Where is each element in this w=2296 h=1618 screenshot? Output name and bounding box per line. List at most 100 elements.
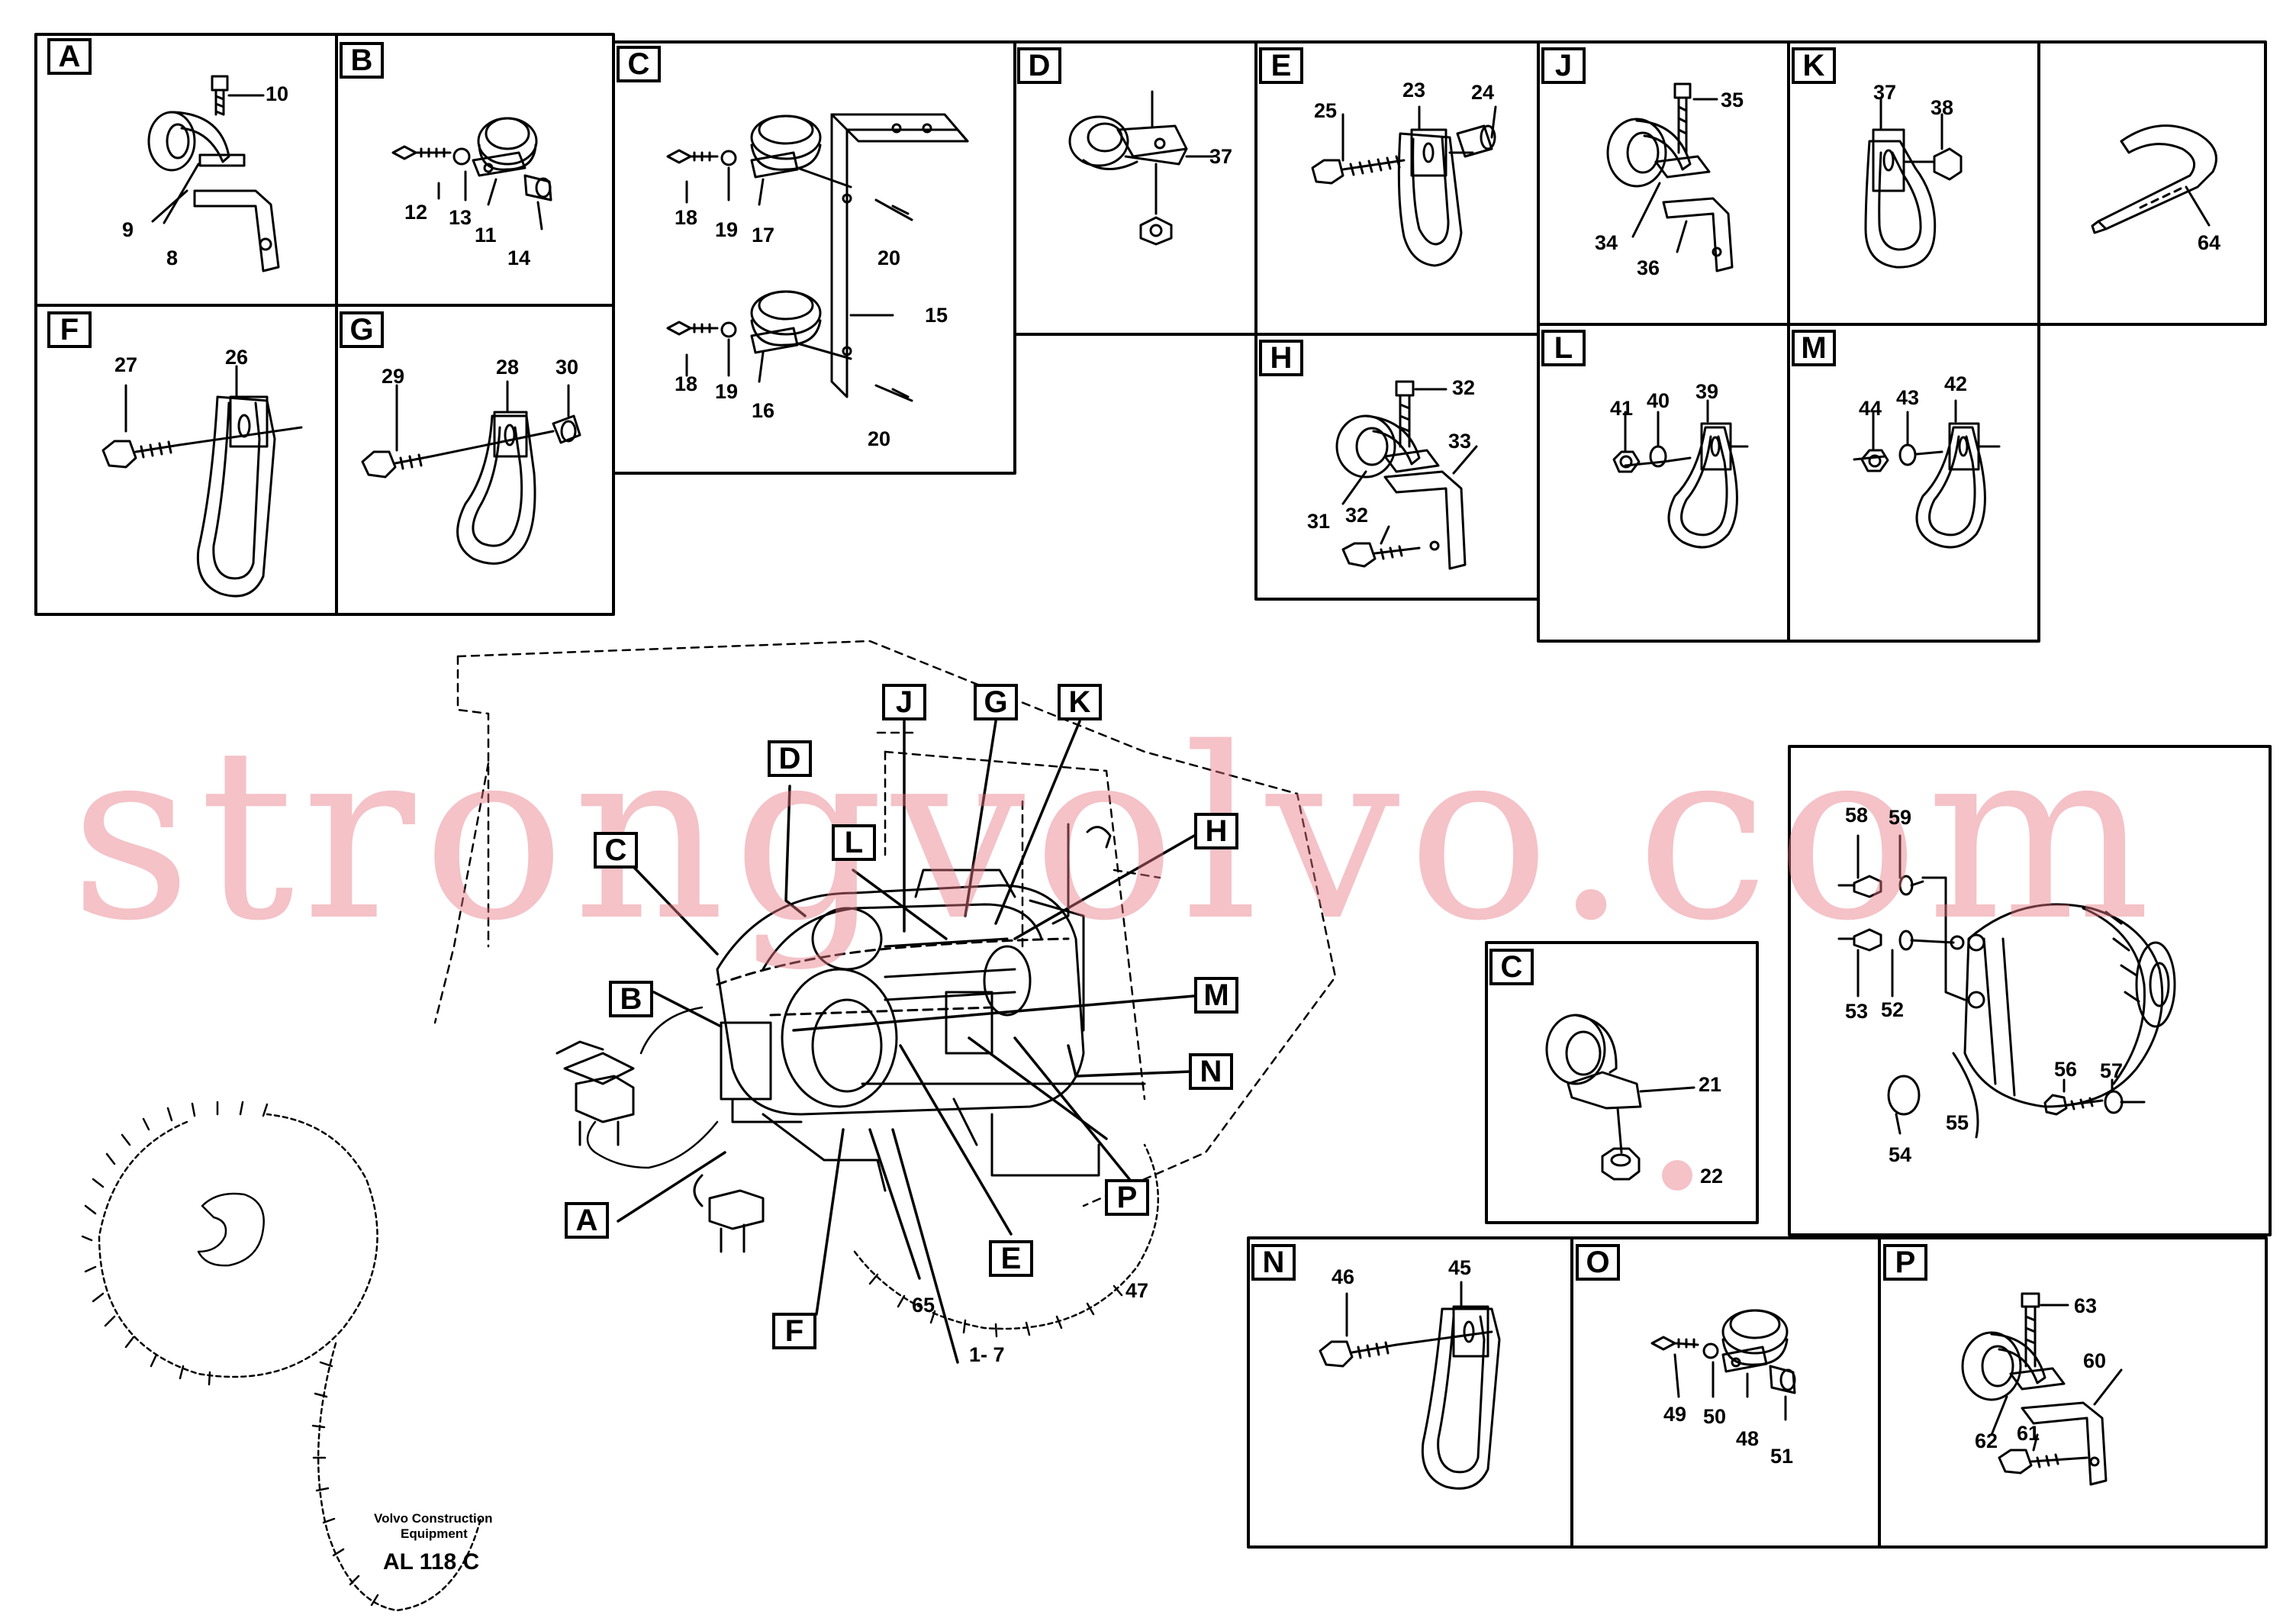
part-number-27: 27: [114, 353, 138, 376]
wheels: [81, 1101, 1160, 1612]
callout-f: F: [772, 1313, 816, 1349]
part-number-21: 21: [1699, 1073, 1722, 1096]
part-number-23: 23: [1402, 79, 1426, 102]
part-number-63: 63: [2074, 1294, 2098, 1317]
part-number-42: 42: [1944, 372, 1968, 395]
part-number-48: 48: [1736, 1427, 1760, 1450]
connector-block: [693, 1174, 765, 1253]
part-number-33: 33: [1448, 430, 1472, 453]
part-number-34: 34: [1595, 231, 1618, 254]
clamp-view-c: [666, 113, 969, 402]
view-label-d: D: [1017, 47, 1061, 84]
part-number-49: 49: [1663, 1403, 1687, 1426]
callout-g: G: [974, 684, 1018, 720]
drawing-code: AL 118 C: [383, 1549, 480, 1574]
part-number-61: 61: [2017, 1422, 2040, 1445]
pedal-sensor: [555, 1040, 635, 1146]
part-number-29: 29: [382, 365, 405, 388]
view-label-c: C: [617, 46, 661, 82]
part-number-11: 11: [475, 224, 497, 247]
part-number-62: 62: [1975, 1429, 1998, 1452]
wiring-harness-solid: [586, 1006, 719, 1169]
part-number-58: 58: [1845, 804, 1869, 827]
part-number-37-d: 37: [1209, 145, 1233, 168]
part-number-22: 22: [1700, 1165, 1724, 1188]
part-number-53: 53: [1845, 1000, 1869, 1023]
part-number-45: 45: [1448, 1256, 1472, 1279]
clamp-view-o: [1650, 1309, 1796, 1421]
part-number-59: 59: [1889, 806, 1912, 829]
part-number-56: 56: [2054, 1058, 2078, 1081]
part-number-40: 40: [1647, 389, 1670, 412]
callout-e: E: [989, 1240, 1033, 1277]
clamp-view-d: [1068, 90, 1215, 246]
leader-lines: [617, 720, 1196, 1364]
part-number-20-top: 20: [878, 247, 901, 269]
detail-view-c: [1545, 1014, 1695, 1191]
panel-frames: [34, 33, 2272, 1549]
callout-c: C: [594, 832, 638, 869]
footer-maker-line1: Volvo Construction: [374, 1511, 493, 1526]
part-number-19-top: 19: [715, 218, 739, 241]
view-label-k: K: [1792, 47, 1836, 84]
part-number-43: 43: [1896, 386, 1920, 409]
cable-tie: [2091, 124, 2217, 234]
machine-outline: [433, 640, 1337, 1207]
view-label-b: B: [340, 42, 384, 79]
clamp-view-l: [1612, 399, 1749, 549]
part-number-13: 13: [449, 206, 472, 229]
part-number-47: 47: [1125, 1279, 1149, 1302]
part-number-65: 65: [912, 1294, 935, 1317]
clamp-view-p: [1961, 1292, 2123, 1486]
part-number-12: 12: [404, 201, 428, 224]
clamp-view-h: [1335, 380, 1478, 570]
part-number-60: 60: [2083, 1349, 2107, 1372]
view-label-p: P: [1883, 1244, 1927, 1281]
footer-maker-line2: Equipment: [401, 1526, 468, 1541]
callout-d: D: [768, 740, 812, 777]
part-number-26: 26: [225, 346, 249, 369]
callout-l: L: [832, 824, 876, 861]
callout-p: P: [1105, 1179, 1149, 1216]
part-number-19-bottom: 19: [715, 380, 739, 403]
clamp-view-b: [391, 117, 552, 230]
part-number-57: 57: [2100, 1059, 2124, 1082]
clamp-view-a: [147, 75, 280, 272]
part-number-37-k: 37: [1873, 81, 1897, 104]
view-label-j: J: [1541, 47, 1586, 84]
part-number-10: 10: [266, 82, 289, 105]
part-number-55: 55: [1946, 1111, 1969, 1134]
part-number-51: 51: [1770, 1445, 1794, 1468]
part-number-52: 52: [1881, 998, 1905, 1021]
callout-j: J: [882, 684, 926, 720]
part-number-25: 25: [1314, 99, 1338, 122]
clamp-view-m: [1853, 399, 2001, 549]
part-number-18-top: 18: [675, 206, 698, 229]
part-number-35: 35: [1721, 89, 1744, 111]
part-number-46: 46: [1332, 1265, 1355, 1288]
part-number-24: 24: [1471, 81, 1495, 104]
part-number-32-h-bottom: 32: [1345, 504, 1369, 527]
engine-assembly: [716, 823, 1146, 1192]
view-label-f: F: [47, 311, 92, 348]
view-label-l: L: [1541, 330, 1586, 366]
part-number-8: 8: [166, 247, 179, 269]
part-number-54: 54: [1889, 1143, 1912, 1166]
part-number-1-7: 1- 7: [969, 1343, 1005, 1366]
part-number-18-bottom: 18: [675, 372, 698, 395]
part-number-15: 15: [925, 304, 948, 327]
part-number-31: 31: [1307, 510, 1331, 533]
clamp-view-g: [361, 380, 581, 565]
part-number-14: 14: [507, 247, 531, 269]
watermark-text: strongvolvo.com: [70, 698, 2159, 973]
part-number-9: 9: [122, 218, 134, 241]
part-number-20-bottom: 20: [868, 427, 891, 450]
clamp-view-e: [1311, 105, 1497, 267]
clamp-view-j: [1606, 82, 1734, 272]
view-label-a: A: [47, 38, 92, 75]
part-number-28: 28: [496, 356, 520, 379]
view-label-g: G: [340, 311, 384, 348]
callout-b: B: [609, 981, 653, 1017]
